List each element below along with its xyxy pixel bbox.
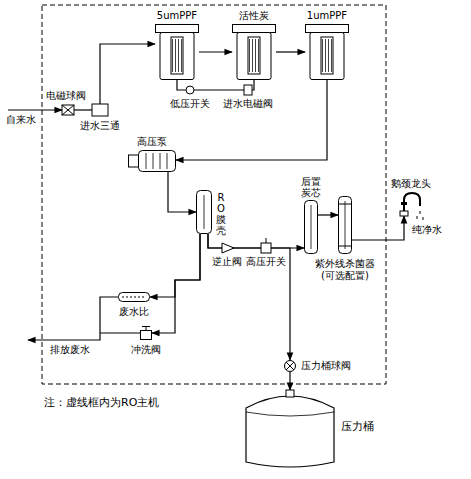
filter-housing-shape (155, 24, 199, 80)
filter-housing-shape (232, 24, 276, 80)
ball-valve: 压力桶球阀 (284, 360, 296, 372)
pipe-connector (208, 234, 290, 360)
component-label: 压力桶 (341, 420, 374, 433)
component-label: 后置炭芯 (301, 176, 321, 198)
component-label: 压力桶球阀 (301, 360, 351, 372)
pipe-connector (352, 216, 404, 240)
ball-valve-symbol (62, 105, 74, 115)
part-label: 自来水 (6, 114, 36, 126)
check-valve-symbol (222, 243, 234, 253)
uv-sterilizer-shape (338, 196, 352, 254)
flush-valve: 冲洗阀 (140, 326, 152, 340)
filter-housing: 活性炭 (232, 24, 276, 80)
pipe-connector (168, 172, 196, 212)
pressure-tank-shape (245, 390, 335, 470)
part-label: 低压开关 (170, 98, 210, 110)
part-label: 高压开关 (246, 256, 286, 268)
part-label: 进水电磁阀 (223, 98, 273, 110)
filter-housing: 5umPPF (155, 24, 199, 80)
component-label: 活性炭 (239, 10, 269, 22)
carbon-filter-shape (304, 200, 318, 254)
part-label: 电磁球阀 (46, 90, 86, 102)
part-label: 排放废水 (50, 344, 90, 356)
pipe-connector (318, 214, 338, 215)
part-label: 逆止阀 (212, 256, 242, 268)
flow-restrictor-shape (118, 292, 150, 302)
pipe-connector (289, 372, 290, 390)
pressure-tank: 压力桶 (245, 390, 335, 470)
ball-valve-cross (62, 105, 74, 115)
tee-symbol (92, 104, 108, 116)
solenoid-valve-symbol (244, 85, 252, 95)
water-drops (417, 211, 423, 220)
pipe-connector (152, 234, 200, 333)
part-label: 纯净水 (412, 224, 442, 236)
note-text: 注：虚线框内为RO主机 (44, 396, 159, 409)
uv-sterilizer: 紫外线杀菌器(可选配置) (338, 196, 352, 254)
switch-stem (266, 238, 267, 243)
component-label: 1umPPF (307, 10, 347, 22)
ball-valve-shape (284, 360, 296, 372)
flow-restrictor: 废水比 (118, 292, 150, 302)
pump-shape (128, 150, 176, 172)
filter-housing: 1umPPF (305, 24, 349, 80)
component-label: 废水比 (119, 306, 149, 318)
component-label: 5umPPF (157, 10, 197, 22)
faucet-shape (398, 192, 424, 216)
filter-housing-shape (305, 24, 349, 80)
pump: 高压泵 (128, 150, 176, 172)
component-label: 高压泵 (137, 136, 167, 148)
membrane-housing: RO膜壳 (196, 190, 212, 234)
pipe-connector (199, 51, 232, 52)
flush-valve-shape (140, 326, 152, 340)
pipe-connector (276, 51, 305, 52)
part-label: 进水三通 (80, 120, 120, 132)
component-label: RO膜壳 (216, 192, 226, 236)
pipes (8, 44, 254, 340)
host-frame (42, 5, 386, 384)
component-label: 紫外线杀菌器(可选配置) (313, 258, 377, 282)
pipe-connector (176, 80, 327, 160)
high-pressure-switch-symbol (261, 243, 271, 253)
faucet: 鹅颈龙头 (398, 192, 424, 216)
membrane-housing-shape (196, 190, 212, 234)
component-label: 鹅颈龙头 (391, 178, 431, 190)
low-pressure-switch-symbol (186, 86, 194, 94)
component-label: 冲洗阀 (131, 344, 161, 356)
carbon-filter: 后置炭芯 (304, 200, 318, 254)
